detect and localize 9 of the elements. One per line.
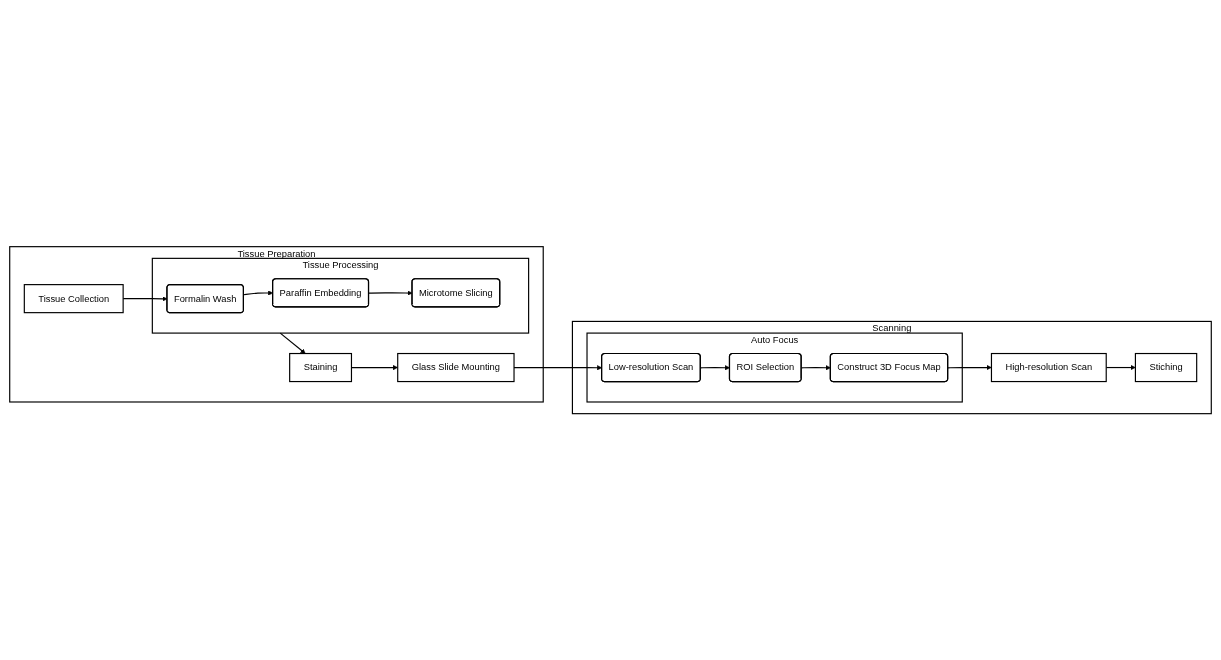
arrow	[947, 364, 992, 370]
node-box: Glass Slide Mounting	[397, 352, 515, 382]
arrow	[700, 365, 730, 371]
node-box: Stiching	[1134, 352, 1198, 382]
node-box: Tissue Collection	[23, 283, 124, 314]
node-box: Staining	[289, 352, 353, 382]
arrow	[368, 290, 413, 296]
arrow	[279, 332, 306, 354]
node-box: High-resolution Scan	[990, 352, 1107, 382]
